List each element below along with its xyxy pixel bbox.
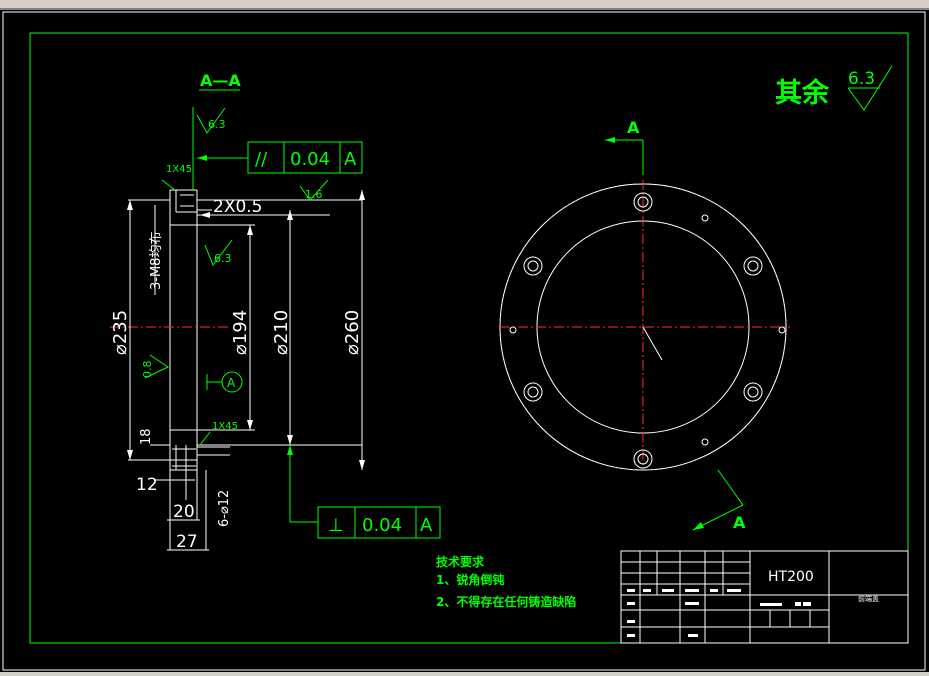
svg-text:6.3: 6.3 bbox=[208, 118, 226, 131]
section-title: A—A bbox=[200, 71, 241, 90]
svg-text:⊥: ⊥ bbox=[328, 515, 344, 536]
section-arrow-bottom: A bbox=[692, 469, 746, 532]
vertical-dimension-lines bbox=[127, 190, 365, 470]
window-bottom-strip bbox=[0, 672, 929, 676]
surface-finish-chamfer: 1.6 bbox=[299, 179, 329, 201]
dim-260: ⌀260 bbox=[342, 310, 363, 355]
dim-210: ⌀210 bbox=[271, 310, 292, 355]
dim-20: 20 bbox=[173, 502, 195, 522]
title-material: HT200 bbox=[768, 569, 814, 585]
general-surface-finish: 其余 6.3 bbox=[775, 65, 893, 111]
tolerance-frame-perpendicularity: ⊥ 0.04 A bbox=[287, 445, 441, 539]
svg-text:A: A bbox=[344, 149, 357, 170]
sheet-inner-border bbox=[29, 32, 909, 644]
bolt-holes bbox=[509, 192, 786, 469]
bottom-dimension-lines bbox=[150, 444, 209, 551]
svg-text:其余: 其余 bbox=[775, 77, 830, 109]
tech-requirements: 技术要求 1、锐角倒钝 2、不得存在任何铸造缺陷 bbox=[436, 554, 576, 609]
svg-text:1、锐角倒钝: 1、锐角倒钝 bbox=[436, 572, 504, 587]
surface-finish-inner: 6.3 bbox=[204, 239, 233, 267]
datum-symbol: A bbox=[206, 371, 243, 393]
part-outline bbox=[169, 189, 362, 471]
surface-finish-top: 6.3 bbox=[192, 107, 226, 190]
svg-text:0.8: 0.8 bbox=[141, 361, 154, 379]
title-block: HT200 前端盖 bbox=[620, 550, 909, 644]
dim-27: 27 bbox=[176, 532, 198, 552]
svg-text:1.6: 1.6 bbox=[305, 188, 323, 201]
title-part-name: 前端盖 bbox=[858, 594, 879, 603]
surface-finish-bore: 0.8 bbox=[141, 354, 170, 379]
svg-text://: // bbox=[255, 149, 268, 170]
dim-chamfer-bottom: 1X45 bbox=[212, 421, 238, 432]
svg-text:A: A bbox=[420, 515, 433, 536]
section-view: A—A bbox=[110, 71, 441, 552]
tolerance-frame-parallelism: // 0.04 A bbox=[197, 141, 363, 174]
window-top-shadow bbox=[0, 8, 929, 10]
window-top-strip bbox=[0, 0, 929, 8]
svg-text:6.3: 6.3 bbox=[848, 69, 875, 89]
sheet-outer-border bbox=[2, 11, 926, 671]
svg-text:A: A bbox=[227, 376, 236, 390]
dim-thread-holes: 3-M8均布 bbox=[149, 232, 164, 290]
front-view: A A bbox=[499, 118, 790, 532]
dim-chamfer-top: 1X45 bbox=[166, 164, 192, 175]
section-arrow-top: A bbox=[605, 118, 644, 175]
svg-text:2、不得存在任何铸造缺陷: 2、不得存在任何铸造缺陷 bbox=[436, 594, 576, 609]
svg-text:A: A bbox=[733, 513, 746, 532]
svg-text:0.04: 0.04 bbox=[362, 515, 402, 536]
dim-thread-pitch: 2X0.5 bbox=[213, 197, 263, 217]
dim-12: 12 bbox=[136, 475, 158, 495]
dim-18: 18 bbox=[139, 428, 154, 445]
dim-194: ⌀194 bbox=[230, 310, 251, 355]
svg-text:0.04: 0.04 bbox=[290, 149, 330, 170]
svg-text:技术要求: 技术要求 bbox=[436, 554, 485, 569]
svg-text:6.3: 6.3 bbox=[214, 252, 232, 265]
svg-text:A: A bbox=[627, 118, 640, 137]
dim-holes-12: 6-⌀12 bbox=[217, 490, 232, 527]
dim-235: ⌀235 bbox=[110, 310, 131, 355]
